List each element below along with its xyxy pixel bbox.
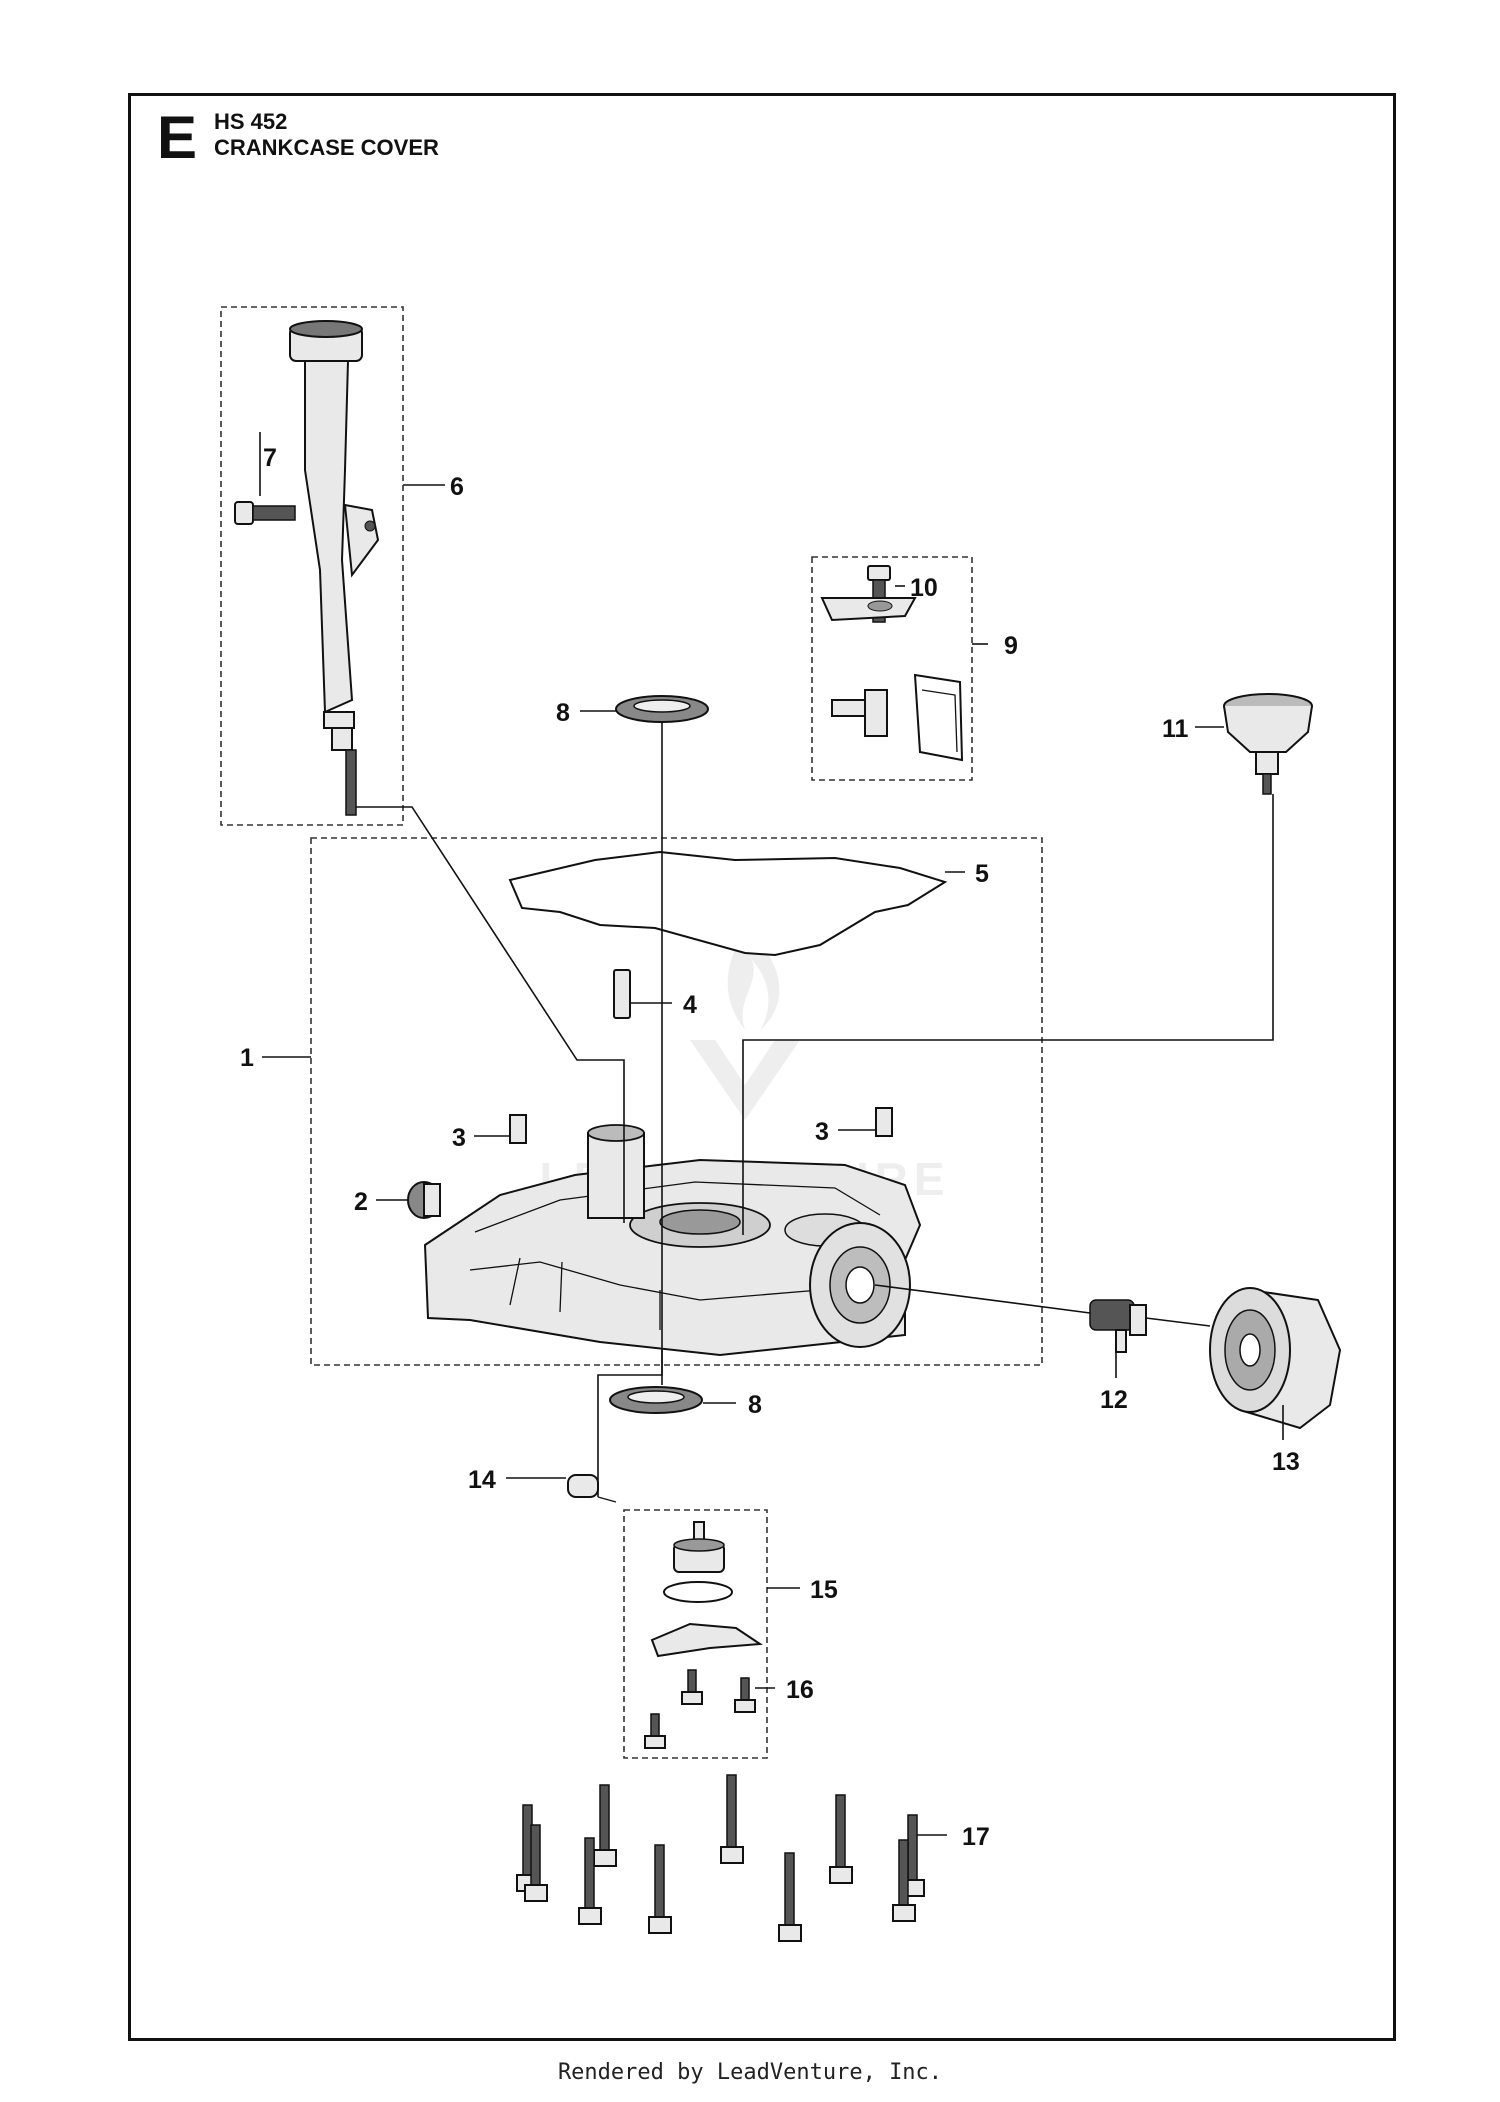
callout-17: 17 bbox=[962, 1823, 990, 1851]
callout-11: 11 bbox=[1162, 715, 1189, 743]
bolt-7-part bbox=[234, 501, 296, 525]
callout-14: 14 bbox=[468, 1466, 496, 1494]
section-letter: E bbox=[157, 104, 198, 171]
callout-1: 1 bbox=[240, 1044, 254, 1072]
callout-9: 9 bbox=[1004, 632, 1018, 660]
callout-3a: 3 bbox=[452, 1124, 466, 1152]
group-box-oil-pickup bbox=[623, 1509, 768, 1759]
callout-8a: 8 bbox=[556, 699, 570, 727]
dowel-4-part bbox=[613, 969, 631, 1019]
plug-2-part bbox=[407, 1181, 441, 1219]
callout-16: 16 bbox=[786, 1676, 814, 1704]
callout-4: 4 bbox=[683, 991, 697, 1019]
group-box-crankcase bbox=[310, 837, 1043, 1366]
crankcase-cover-part bbox=[423, 1124, 922, 1357]
sensor-bracket-part bbox=[820, 565, 964, 762]
oil-pickup-part bbox=[650, 1521, 763, 1658]
diagram-frame bbox=[128, 93, 1396, 2041]
callout-7: 7 bbox=[263, 444, 277, 472]
dowel-pin-3-left bbox=[509, 1114, 527, 1144]
callout-15: 15 bbox=[810, 1576, 838, 1604]
callout-8b: 8 bbox=[748, 1391, 762, 1419]
oil-filter-nipple-part bbox=[1089, 1299, 1147, 1353]
callout-2: 2 bbox=[354, 1188, 368, 1216]
leader-lines bbox=[259, 432, 1284, 1836]
oil-fill-tube-part bbox=[289, 320, 380, 816]
footer-credit: Rendered by LeadVenture, Inc. bbox=[557, 2060, 943, 2085]
gasket-part bbox=[508, 850, 948, 957]
oil-seal-top-part bbox=[615, 695, 709, 723]
callout-12: 12 bbox=[1100, 1386, 1128, 1414]
group-box-dipstick bbox=[220, 306, 404, 826]
diagram-title: CRANKCASE COVER bbox=[214, 135, 439, 160]
oil-level-sensor-part bbox=[1223, 693, 1313, 795]
model-number: HS 452 bbox=[214, 109, 288, 134]
clip-14-part bbox=[567, 1474, 617, 1503]
callout-3b: 3 bbox=[815, 1118, 829, 1146]
callout-10: 10 bbox=[910, 574, 938, 602]
group-box-sensor bbox=[811, 556, 973, 781]
callout-13: 13 bbox=[1272, 1448, 1300, 1476]
bolt-set-17-part bbox=[516, 1774, 925, 1942]
callout-5: 5 bbox=[975, 860, 989, 888]
oil-seal-bottom-part bbox=[609, 1386, 703, 1414]
oil-filter-part bbox=[1209, 1287, 1342, 1430]
callout-6: 6 bbox=[450, 473, 464, 501]
dowel-pin-3-right bbox=[875, 1107, 893, 1137]
bolts-16-part bbox=[644, 1669, 756, 1749]
